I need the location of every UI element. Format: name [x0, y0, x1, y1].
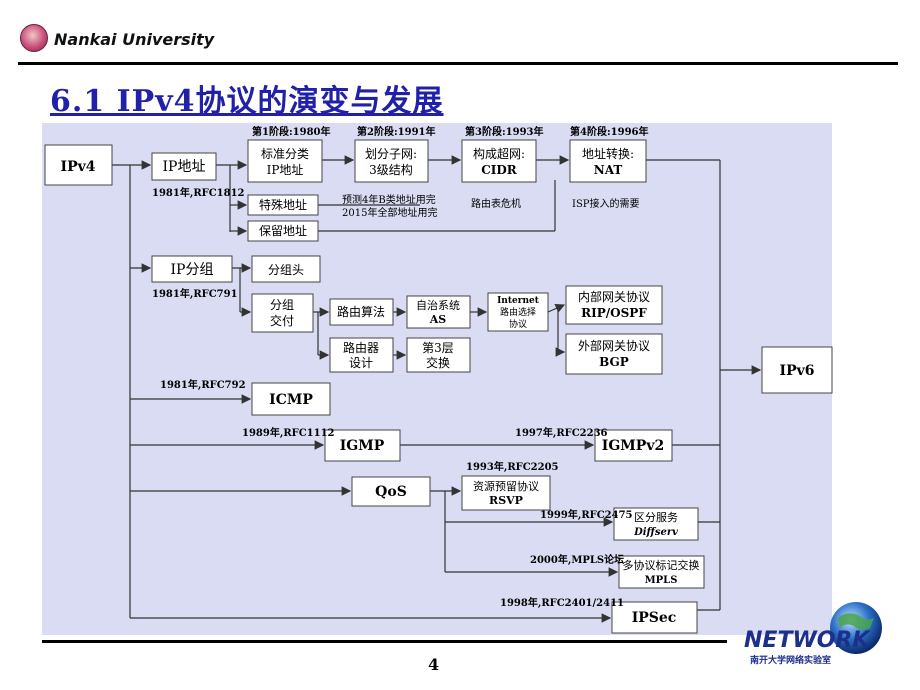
svg-text:IPSec: IPSec [632, 610, 677, 626]
svg-text:交换: 交换 [426, 355, 450, 370]
svg-text:IGMPv2: IGMPv2 [602, 438, 664, 454]
svg-text:RIP/OSPF: RIP/OSPF [581, 306, 647, 320]
svg-text:IP分组: IP分组 [171, 262, 214, 278]
diagram-panel [42, 123, 832, 635]
note-rfc2475: 1999年,RFC2475 [540, 508, 633, 521]
box-mpls: 多协议标记交换 MPLS [618, 555, 705, 589]
svg-text:协议: 协议 [509, 318, 527, 330]
note-isp: ISP接入的需要 [572, 197, 640, 210]
box-autonomous-system: 自治系统 AS [406, 295, 471, 329]
stage-1-label: 第1阶段:1980年 [252, 125, 330, 138]
stage-3-label: 第3阶段:1993年 [465, 125, 543, 138]
svg-text:分组头: 分组头 [268, 263, 304, 277]
box-router-design: 路由器 设计 [329, 337, 394, 373]
svg-text:自治系统: 自治系统 [416, 298, 460, 312]
svg-text:特殊地址: 特殊地址 [259, 197, 307, 212]
svg-text:外部网关协议: 外部网关协议 [578, 338, 650, 353]
svg-text:保留地址: 保留地址 [259, 224, 307, 238]
note-rfc1812: 1981年,RFC1812 [152, 186, 245, 199]
svg-text:分组: 分组 [270, 298, 294, 312]
svg-text:BGP: BGP [599, 355, 629, 369]
box-igmpv2: IGMPv2 [594, 429, 673, 462]
box-standard-class: 标准分类 IP地址 [247, 139, 323, 183]
svg-text:IPv4: IPv4 [61, 159, 96, 175]
box-delivery: 分组 交付 [251, 293, 314, 333]
box-routing-algorithm: 路由算法 [329, 298, 394, 326]
page-title: 6.1 IPv4协议的演变与发展 [50, 84, 444, 119]
svg-text:内部网关协议: 内部网关协议 [578, 289, 650, 304]
svg-text:地址转换:: 地址转换: [582, 146, 634, 161]
note-rfc792: 1981年,RFC792 [160, 378, 246, 391]
box-supernet: 构成超网: CIDR [461, 139, 537, 183]
svg-text:多协议标记交换: 多协议标记交换 [623, 558, 700, 572]
note-rfc791: 1981年,RFC791 [152, 287, 238, 300]
svg-text:Diffserv: Diffserv [633, 527, 678, 538]
svg-text:设计: 设计 [349, 356, 373, 370]
box-icmp: ICMP [251, 382, 331, 416]
box-diffserv: 区分服务 Diffserv [613, 507, 699, 541]
stage-2-label: 第2阶段:1991年 [357, 125, 435, 138]
box-internet-routing: Internet 路由选择 协议 [487, 292, 549, 332]
svg-text:IPv6: IPv6 [780, 363, 815, 379]
svg-text:IGMP: IGMP [340, 438, 385, 454]
svg-text:构成超网:: 构成超网: [473, 146, 525, 161]
note-rfc1112: 1989年,RFC1112 [242, 426, 335, 439]
svg-text:划分子网:: 划分子网: [365, 147, 417, 161]
page-number: 4 [428, 655, 440, 674]
box-igmp: IGMP [324, 429, 401, 462]
box-igp: 内部网关协议 RIP/OSPF [565, 285, 663, 325]
logo-word: NETWORK [744, 628, 871, 653]
svg-text:NAT: NAT [594, 163, 623, 177]
box-ipv6: IPv6 [761, 346, 833, 394]
box-qos: QoS [351, 476, 431, 507]
svg-text:标准分类: 标准分类 [261, 147, 309, 161]
note-predict-1: 预测4年B类地址用完 [342, 193, 436, 206]
note-rfc2205: 1993年,RFC2205 [466, 460, 559, 473]
box-layer3-switch: 第3层 交换 [406, 337, 471, 373]
svg-text:路由选择: 路由选择 [500, 306, 536, 318]
logo-caption: 南开大学网络实验室 [750, 654, 831, 666]
svg-text:MPLS: MPLS [645, 575, 678, 586]
header-divider [18, 62, 898, 65]
svg-text:QoS: QoS [375, 484, 407, 500]
svg-text:路由器: 路由器 [343, 340, 379, 355]
box-ip-packet: IP分组 [151, 255, 233, 283]
svg-text:IP地址: IP地址 [267, 163, 304, 177]
stage-4-label: 第4阶段:1996年 [570, 125, 648, 138]
header-university: Nankai University [54, 30, 215, 49]
svg-text:交付: 交付 [270, 313, 294, 328]
note-mpls-forum: 2000年,MPLS论坛 [530, 553, 624, 566]
svg-text:资源预留协议: 资源预留协议 [473, 479, 539, 493]
university-seal-icon [20, 24, 48, 52]
box-egp: 外部网关协议 BGP [565, 333, 663, 375]
svg-text:AS: AS [429, 313, 447, 326]
svg-text:RSVP: RSVP [489, 494, 523, 507]
box-ipsec: IPSec [611, 601, 698, 634]
svg-text:IP地址: IP地址 [163, 159, 206, 175]
box-subnet: 划分子网: 3级结构 [354, 139, 429, 183]
box-ip-address: IP地址 [151, 152, 217, 181]
note-rfc2401: 1998年,RFC2401/2411 [500, 596, 624, 609]
svg-text:第3层: 第3层 [422, 341, 454, 355]
box-nat: 地址转换: NAT [569, 139, 647, 183]
footer-divider [42, 640, 727, 643]
box-reserved-address: 保留地址 [247, 220, 319, 242]
svg-text:区分服务: 区分服务 [634, 511, 678, 524]
svg-text:3级结构: 3级结构 [369, 162, 413, 177]
connector-lines [112, 155, 762, 623]
box-header: 分组头 [251, 255, 321, 283]
box-rsvp: 资源预留协议 RSVP [461, 475, 551, 511]
network-lab-logo: NETWORK 南开大学网络实验室 [744, 602, 882, 666]
svg-text:Internet: Internet [497, 296, 540, 306]
note-routing-table-crisis: 路由表危机 [471, 197, 521, 210]
svg-text:路由算法: 路由算法 [337, 304, 385, 319]
box-ipv4: IPv4 [44, 144, 113, 186]
box-special-address: 特殊地址 [247, 194, 319, 216]
note-rfc2236: 1997年,RFC2236 [515, 426, 608, 439]
svg-text:CIDR: CIDR [481, 163, 518, 177]
svg-text:ICMP: ICMP [269, 392, 313, 408]
note-predict-2: 2015年全部地址用完 [342, 206, 437, 219]
